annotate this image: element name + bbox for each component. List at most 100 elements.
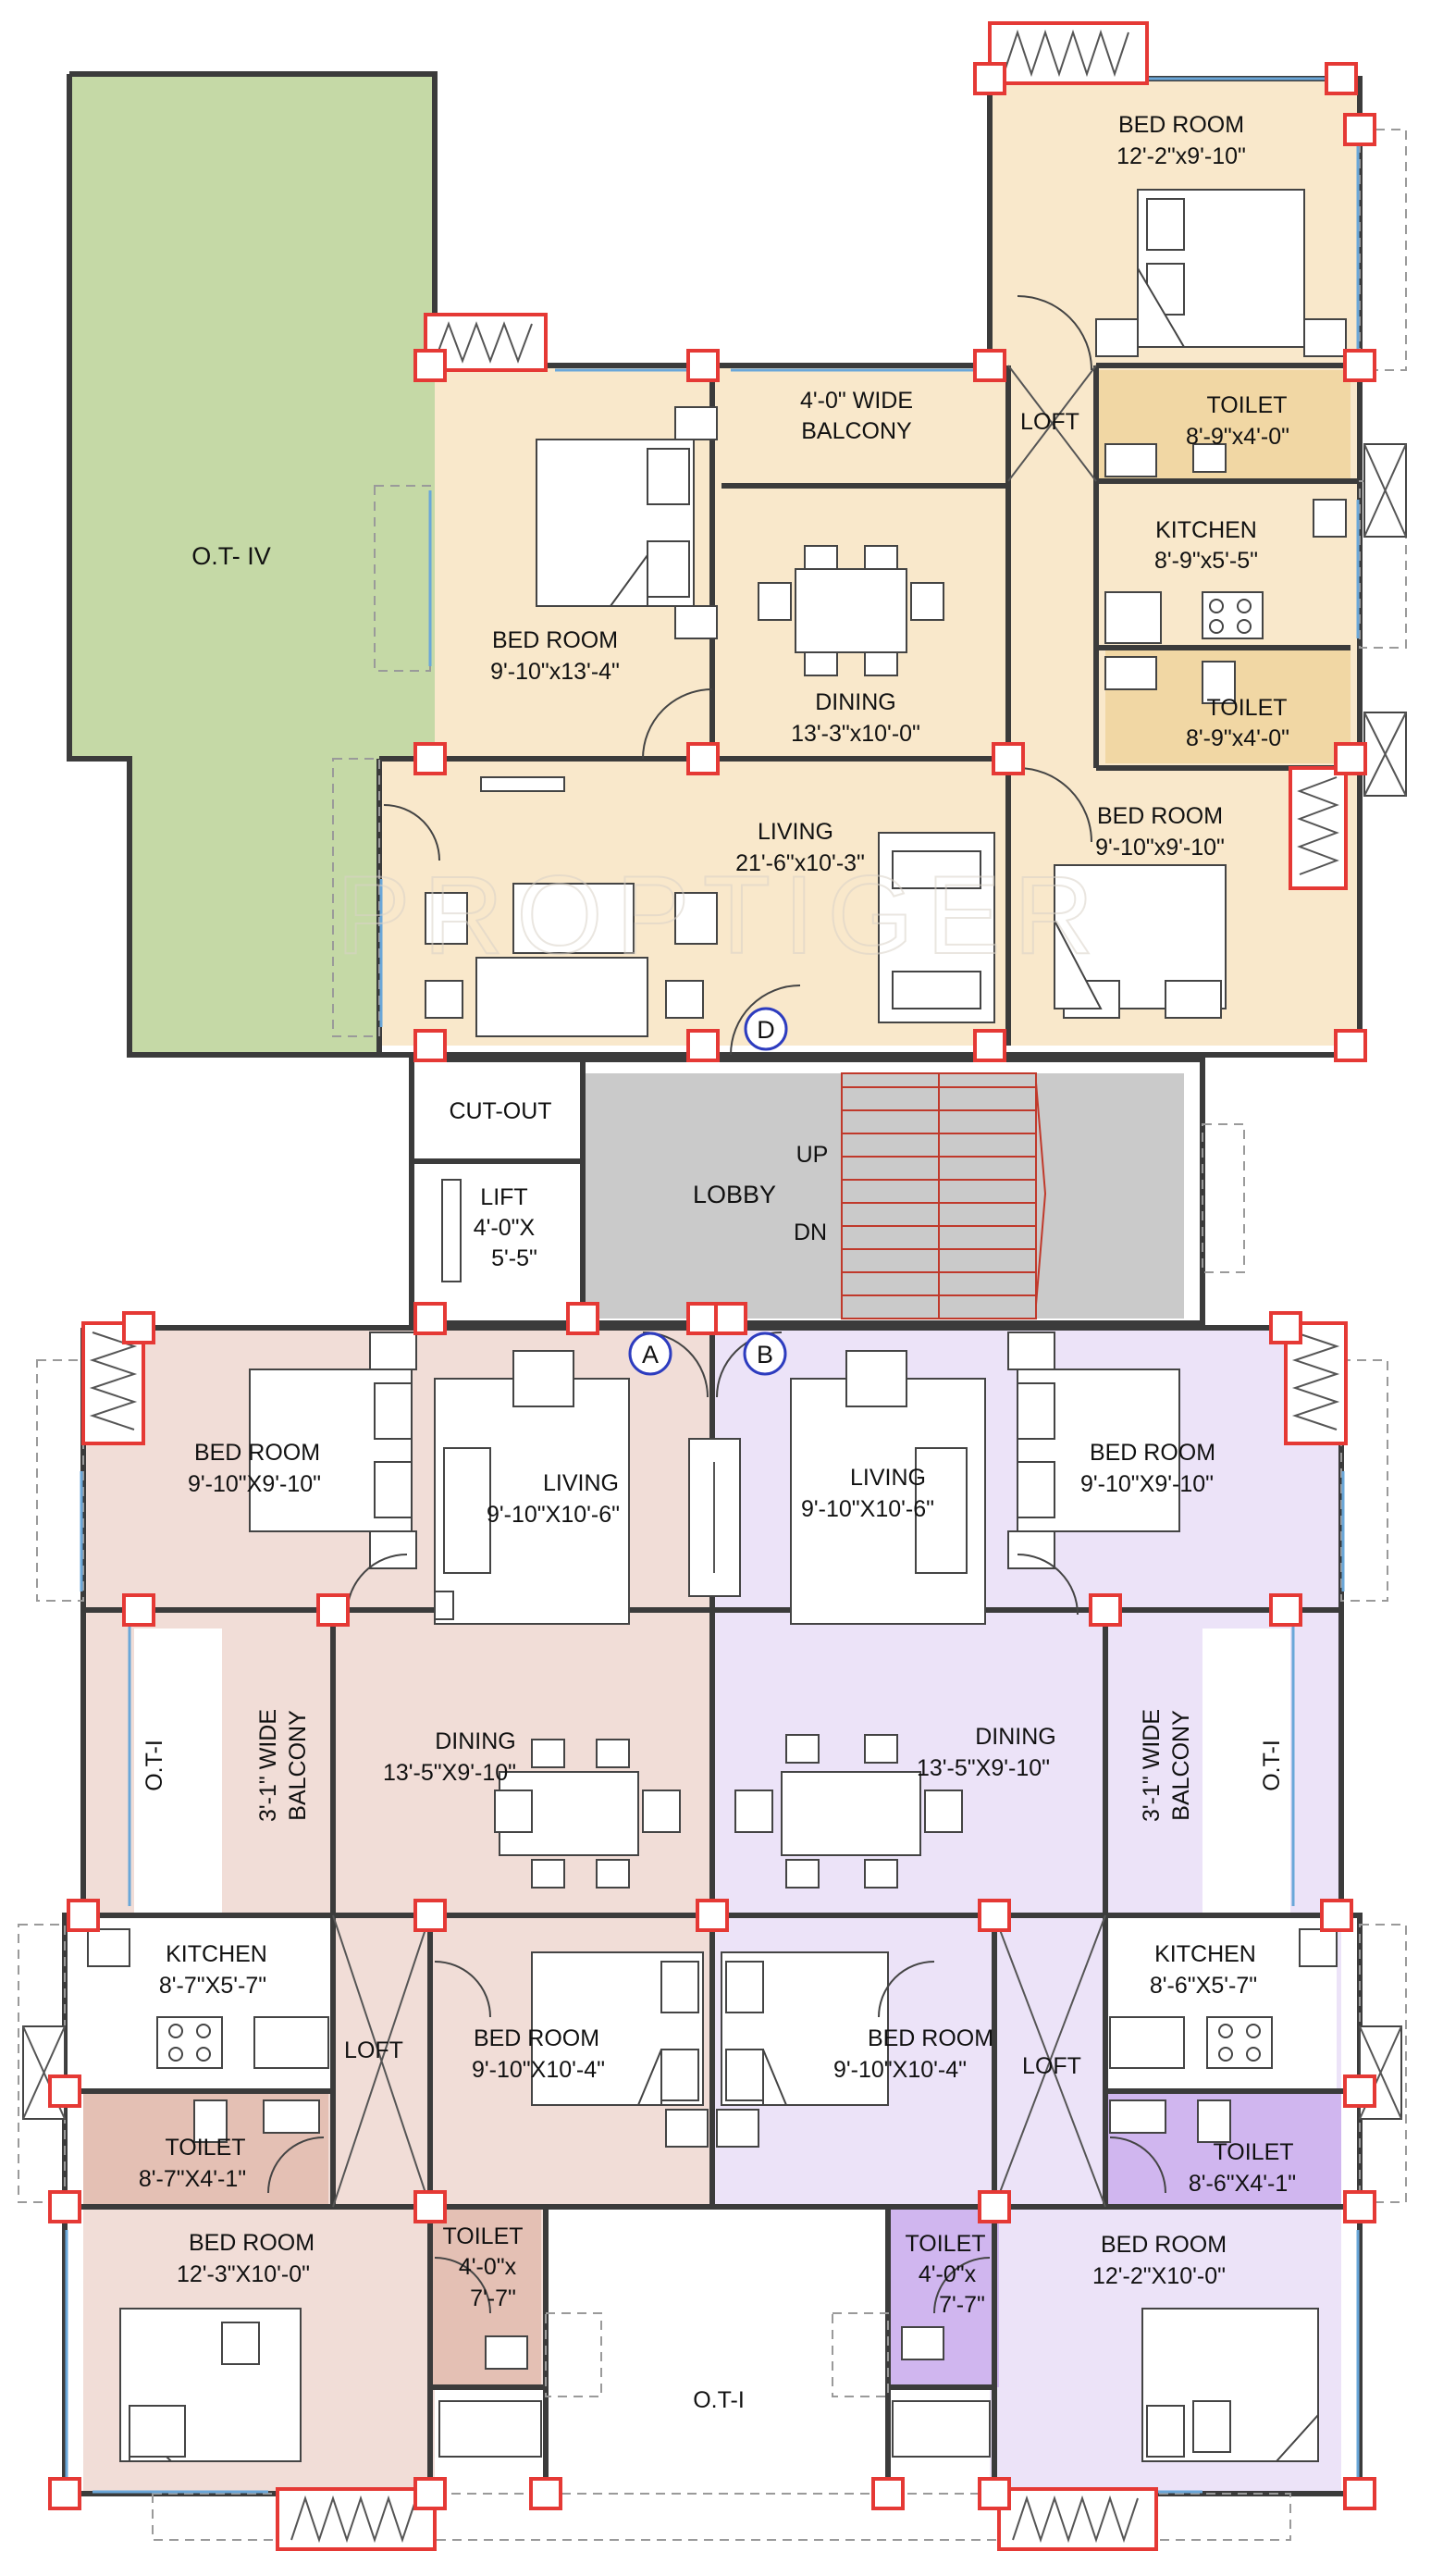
unit-a-toilet-2-name: TOILET [442, 2223, 523, 2249]
unit-d-bedroom-1-size: 12'-2"x9'-10" [1116, 143, 1246, 169]
column [67, 1899, 100, 1932]
column [413, 2477, 447, 2510]
ot1-right-area [1202, 1629, 1290, 1915]
ot1-left-label: O.T-I [142, 1740, 167, 1791]
column [1343, 2190, 1376, 2223]
unit-b-dining-name: DINING [975, 1724, 1056, 1750]
column [973, 1029, 1006, 1062]
unit-a-toilet-1-size: 8'-7"X4'-1" [139, 2166, 246, 2192]
column [686, 349, 720, 382]
unit-b-tag: B [757, 1341, 773, 1368]
column [871, 2477, 905, 2510]
column [122, 1593, 155, 1627]
unit-d-dining-name: DINING [815, 689, 896, 715]
unit-d-tag: D [757, 1016, 775, 1044]
unit-d-bedroom-3-size: 9'-10"x9'-10" [1095, 835, 1225, 861]
unit-b-bedroom-3-name: BED ROOM [1101, 2232, 1227, 2258]
unit-a-toilet-1-name: TOILET [165, 2135, 245, 2161]
column [1269, 1311, 1302, 1344]
column [566, 1302, 599, 1335]
column [1343, 2477, 1376, 2510]
unit-b-toilet-2-name: TOILET [905, 2231, 985, 2257]
unit-d-tag-circle [744, 1007, 788, 1051]
unit-a-kitchen-name: KITCHEN [166, 1941, 267, 1967]
unit-b-tag-circle [743, 1331, 787, 1376]
unit-b-bedroom-1-name: BED ROOM [1090, 1440, 1215, 1466]
unit-a-loft: LOFT [344, 2037, 403, 2063]
unit-a-dining-size: 13'-5"X9'-10" [383, 1760, 516, 1786]
lift-size-2: 5'-5" [491, 1245, 537, 1271]
column [1089, 1593, 1122, 1627]
furniture [87, 189, 1347, 2462]
unit-d-toilet-1-name: TOILET [1206, 392, 1287, 418]
column [1334, 742, 1367, 775]
column [686, 1302, 720, 1335]
column [978, 2190, 1011, 2223]
lobby-label: LOBBY [693, 1181, 776, 1208]
unit-b-bedroom-1-size: 9'-10"X9'-10" [1080, 1471, 1214, 1497]
unit-d-toilet-2-name: TOILET [1206, 695, 1287, 721]
unit-a-bedroom-3-size: 12'-3"X10'-0" [177, 2261, 310, 2287]
column [973, 62, 1006, 95]
column [413, 1302, 447, 1335]
unit-a-toilet-2-size-1: 4'-0"x [459, 2254, 517, 2280]
room-labels: O.T- IV BED ROOM 12'-2"x9'-10" 4'-0" WID… [139, 112, 1296, 2413]
unit-d-balcony-line2: BALCONY [801, 418, 912, 444]
column [1343, 2074, 1376, 2108]
unit-b-bedroom-3-size: 12'-2"X10'-0" [1092, 2263, 1226, 2289]
column [696, 1899, 729, 1932]
column [1325, 62, 1358, 95]
lobby-area [583, 1073, 1184, 1319]
unit-d-toilet-2-size: 8'-9"x4'-0" [1186, 725, 1289, 751]
unit-d-dining-size: 13'-3"x10'-0" [791, 721, 920, 747]
column [316, 1593, 350, 1627]
column [48, 2074, 81, 2108]
unit-a-balcony-line2: BALCONY [285, 1710, 311, 1821]
unit-a-tag-circle [628, 1331, 672, 1376]
ot1-right-label: O.T-I [1259, 1740, 1285, 1791]
unit-b-dining-size: 13'-5"X9'-10" [917, 1755, 1050, 1781]
unit-d-balcony-line1: 4'-0" WIDE [800, 388, 913, 414]
unit-a-dining-name: DINING [435, 1728, 516, 1754]
ot1-bottom-area [546, 2216, 888, 2484]
ot4-label: O.T- IV [191, 542, 271, 570]
unit-b-bedroom-2-name: BED ROOM [868, 2025, 993, 2051]
unit-a-bedroom-3-name: BED ROOM [189, 2230, 314, 2256]
unit-a-toilet-2-size-2: 7'-7" [470, 2285, 516, 2311]
column [122, 1311, 155, 1344]
unit-a-bedroom-2-name: BED ROOM [474, 2025, 599, 2051]
column [1343, 349, 1376, 382]
column [413, 742, 447, 775]
column [413, 1029, 447, 1062]
lift-name: LIFT [480, 1184, 527, 1210]
unit-d-bedroom-2-size: 9'-10"x13'-4" [490, 659, 620, 685]
column [1334, 1029, 1367, 1062]
unit-a-bedroom-2-size: 9'-10"X10'-4" [472, 2057, 605, 2083]
column [714, 1302, 747, 1335]
unit-a-tag: A [642, 1341, 659, 1368]
column [529, 2477, 562, 2510]
staircase [841, 1072, 1047, 1319]
column [48, 2190, 81, 2223]
unit-b-toilet-2-size-2: 7'-7" [939, 2292, 985, 2318]
columns [48, 62, 1376, 2510]
column [992, 742, 1025, 775]
ot4-area [69, 74, 435, 1055]
unit-d-loft: LOFT [1020, 409, 1079, 435]
unit-a-bedroom-1-size: 9'-10"X9'-10" [188, 1471, 321, 1497]
unit-d-kitchen-name: KITCHEN [1155, 517, 1257, 543]
unit-d-kitchen-size: 8'-9"x5'-5" [1154, 548, 1258, 574]
column [413, 2190, 447, 2223]
column [686, 742, 720, 775]
column [686, 1029, 720, 1062]
unit-b-toilet-2-size-1: 4'-0"x [919, 2261, 977, 2287]
column [1269, 1593, 1302, 1627]
unit-d-bedroom-1-name: BED ROOM [1118, 112, 1244, 138]
column [48, 2477, 81, 2510]
unit-d-toilet-1-size: 8'-9"x4'-0" [1186, 424, 1289, 450]
unit-tags: D A B [628, 1007, 788, 1376]
unit-d-bedroom-2-name: BED ROOM [492, 627, 618, 653]
column [413, 349, 447, 382]
unit-b-toilet-1-size: 8'-6"X4'-1" [1189, 2171, 1296, 2197]
